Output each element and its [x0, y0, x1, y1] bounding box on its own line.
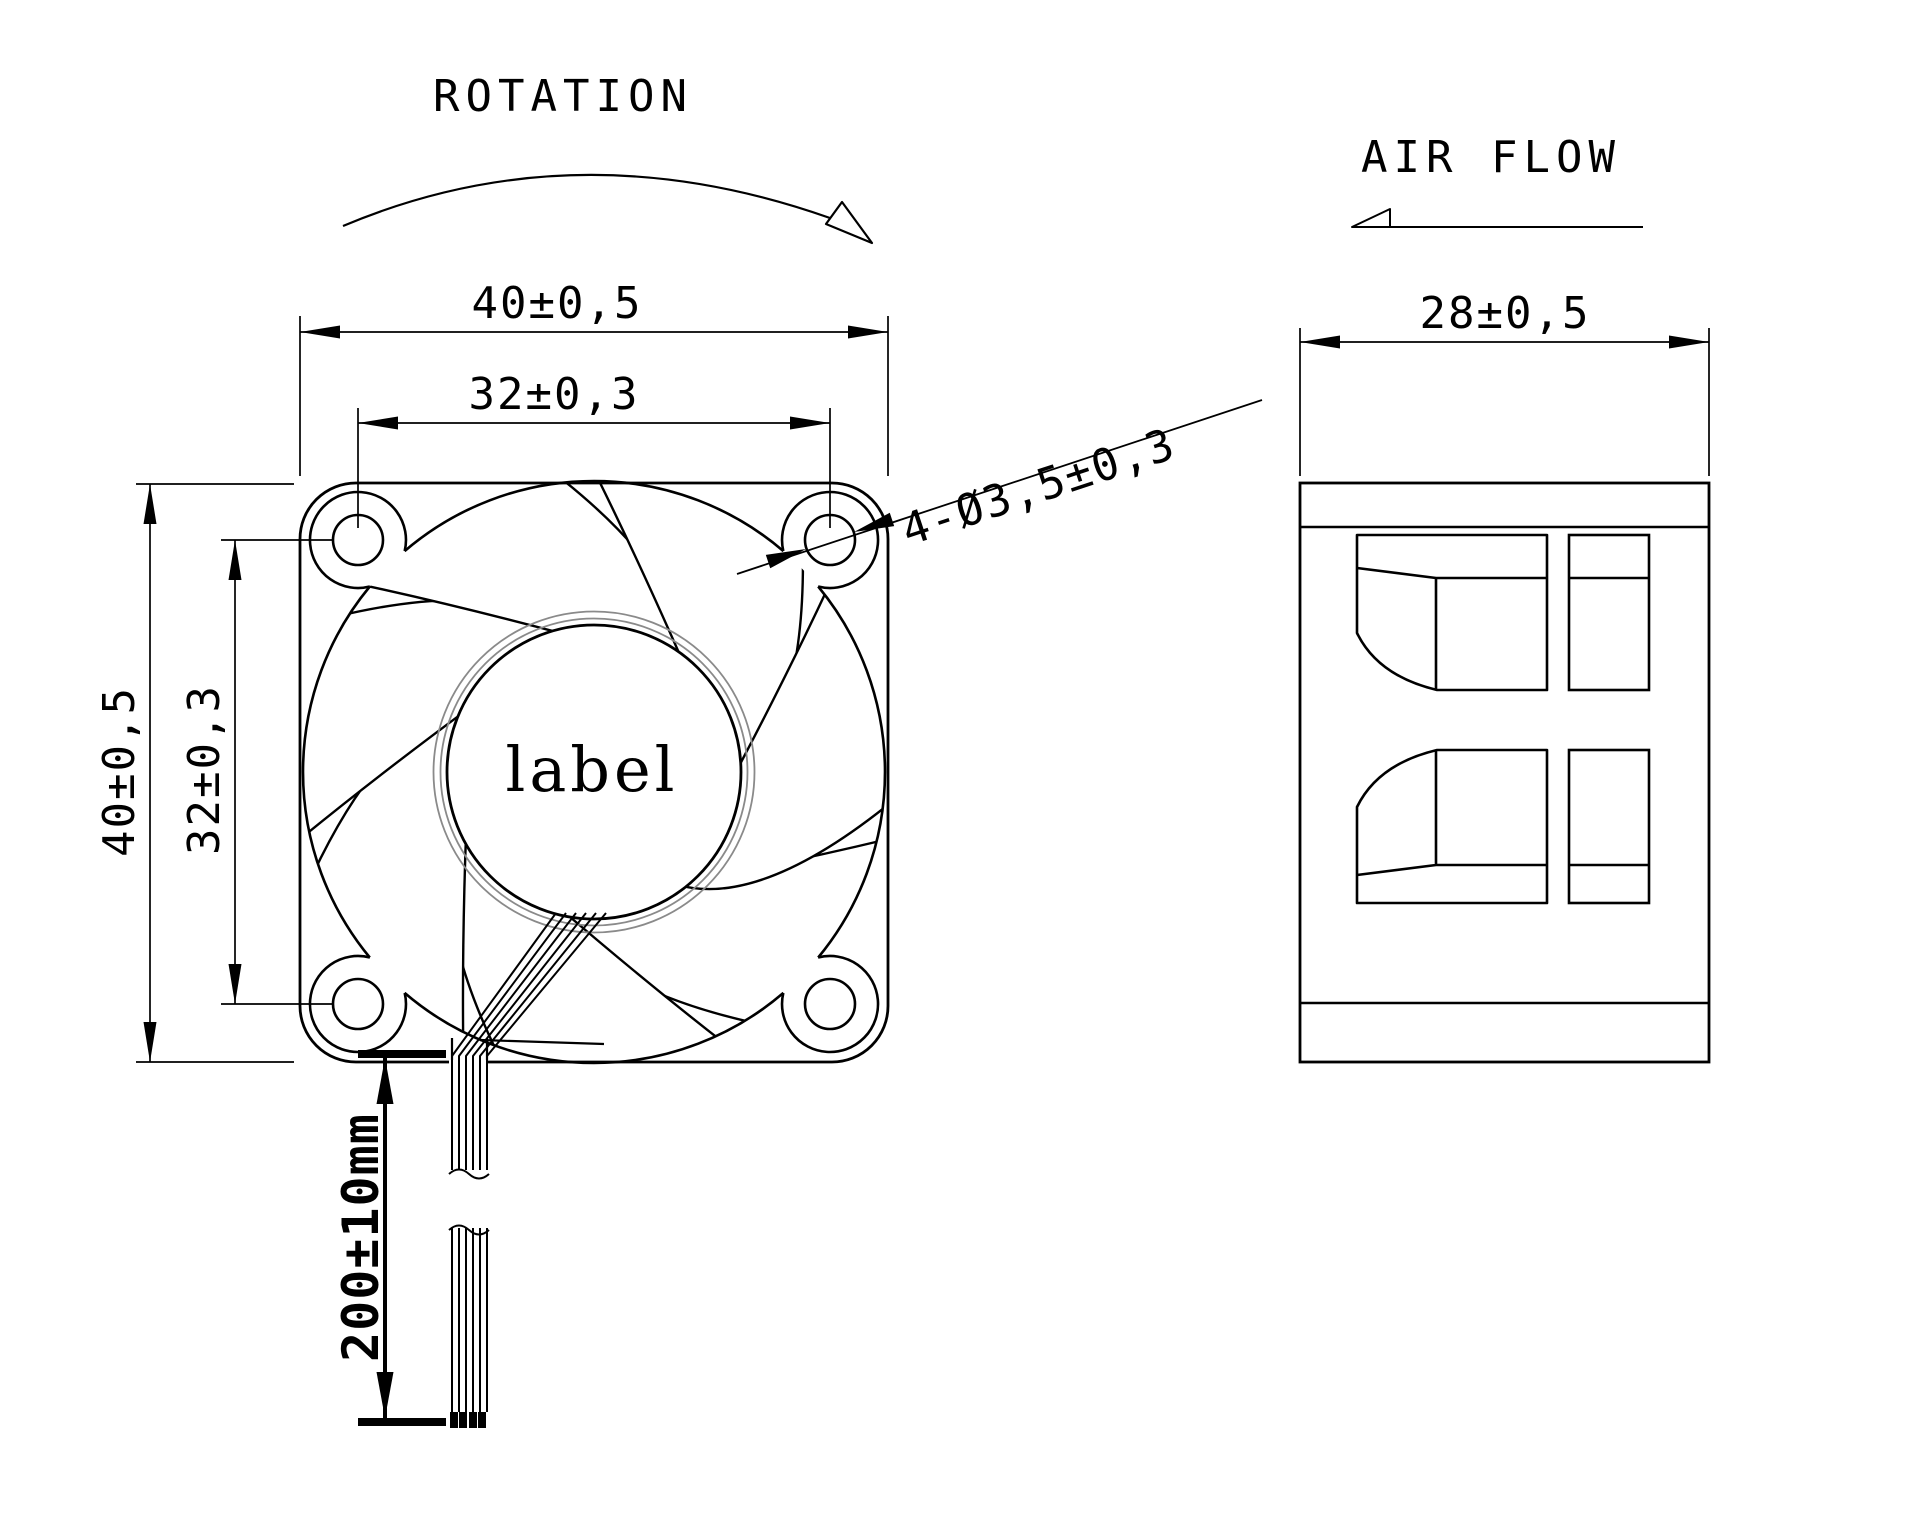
- hub-label: label: [505, 733, 678, 806]
- holes-callout-leader: [736, 399, 1263, 575]
- depth-dimension: 28±0,5: [1420, 288, 1591, 339]
- fan-hub: [445, 623, 743, 921]
- fan-housing-side: [1298, 481, 1711, 1064]
- front-dimensions: [136, 316, 889, 1426]
- rotation-arrow: [342, 173, 874, 245]
- hub-rim-rings: [432, 610, 756, 934]
- hole-pitch-v-dimension: 32±0,3: [179, 684, 230, 855]
- height-dimension: 40±0,5: [94, 686, 145, 857]
- rotation-label: ROTATION: [433, 71, 693, 122]
- side-dimensions: [1299, 328, 1710, 476]
- holes-callout: 4-Ø3,5±0,3: [895, 419, 1182, 557]
- wire-length-dimension: 200±10mm: [332, 1113, 390, 1362]
- airflow-arrow: [1351, 208, 1643, 228]
- lead-wires: [448, 912, 607, 1428]
- hole-pitch-h-dimension: 32±0,3: [469, 369, 640, 420]
- airflow-label: AIR FLOW: [1361, 132, 1621, 183]
- width-dimension: 40±0,5: [472, 278, 643, 329]
